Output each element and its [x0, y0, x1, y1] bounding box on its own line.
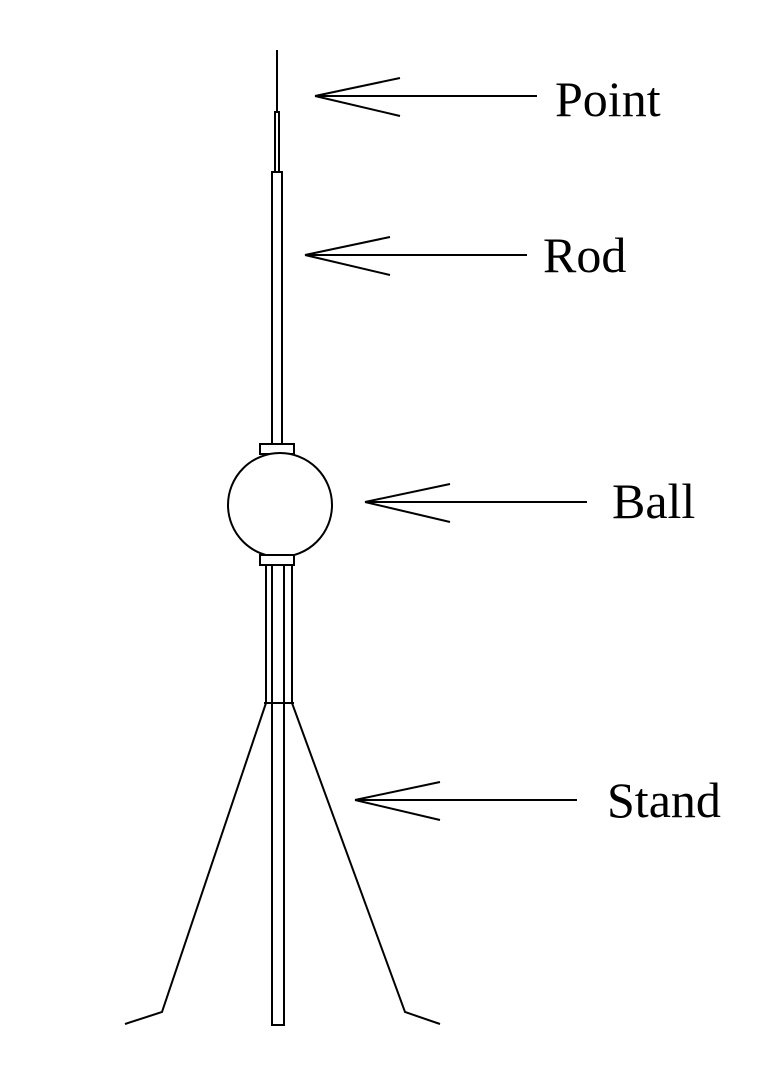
- ball-arrow-icon: [364, 483, 587, 523]
- rod-arrow-icon: [304, 236, 527, 276]
- point-label: Point: [555, 71, 661, 127]
- ball-part: [227, 452, 333, 558]
- rod-part: [271, 171, 283, 445]
- point-part: [274, 50, 280, 173]
- stand-label: Stand: [607, 772, 721, 828]
- rod-label: Rod: [543, 227, 626, 283]
- ball-label: Ball: [612, 473, 695, 529]
- stand-arrow-icon: [354, 781, 577, 821]
- point-arrow-icon: [314, 77, 537, 117]
- ball-lower-collar: [259, 554, 295, 566]
- stand-part: [124, 564, 441, 1026]
